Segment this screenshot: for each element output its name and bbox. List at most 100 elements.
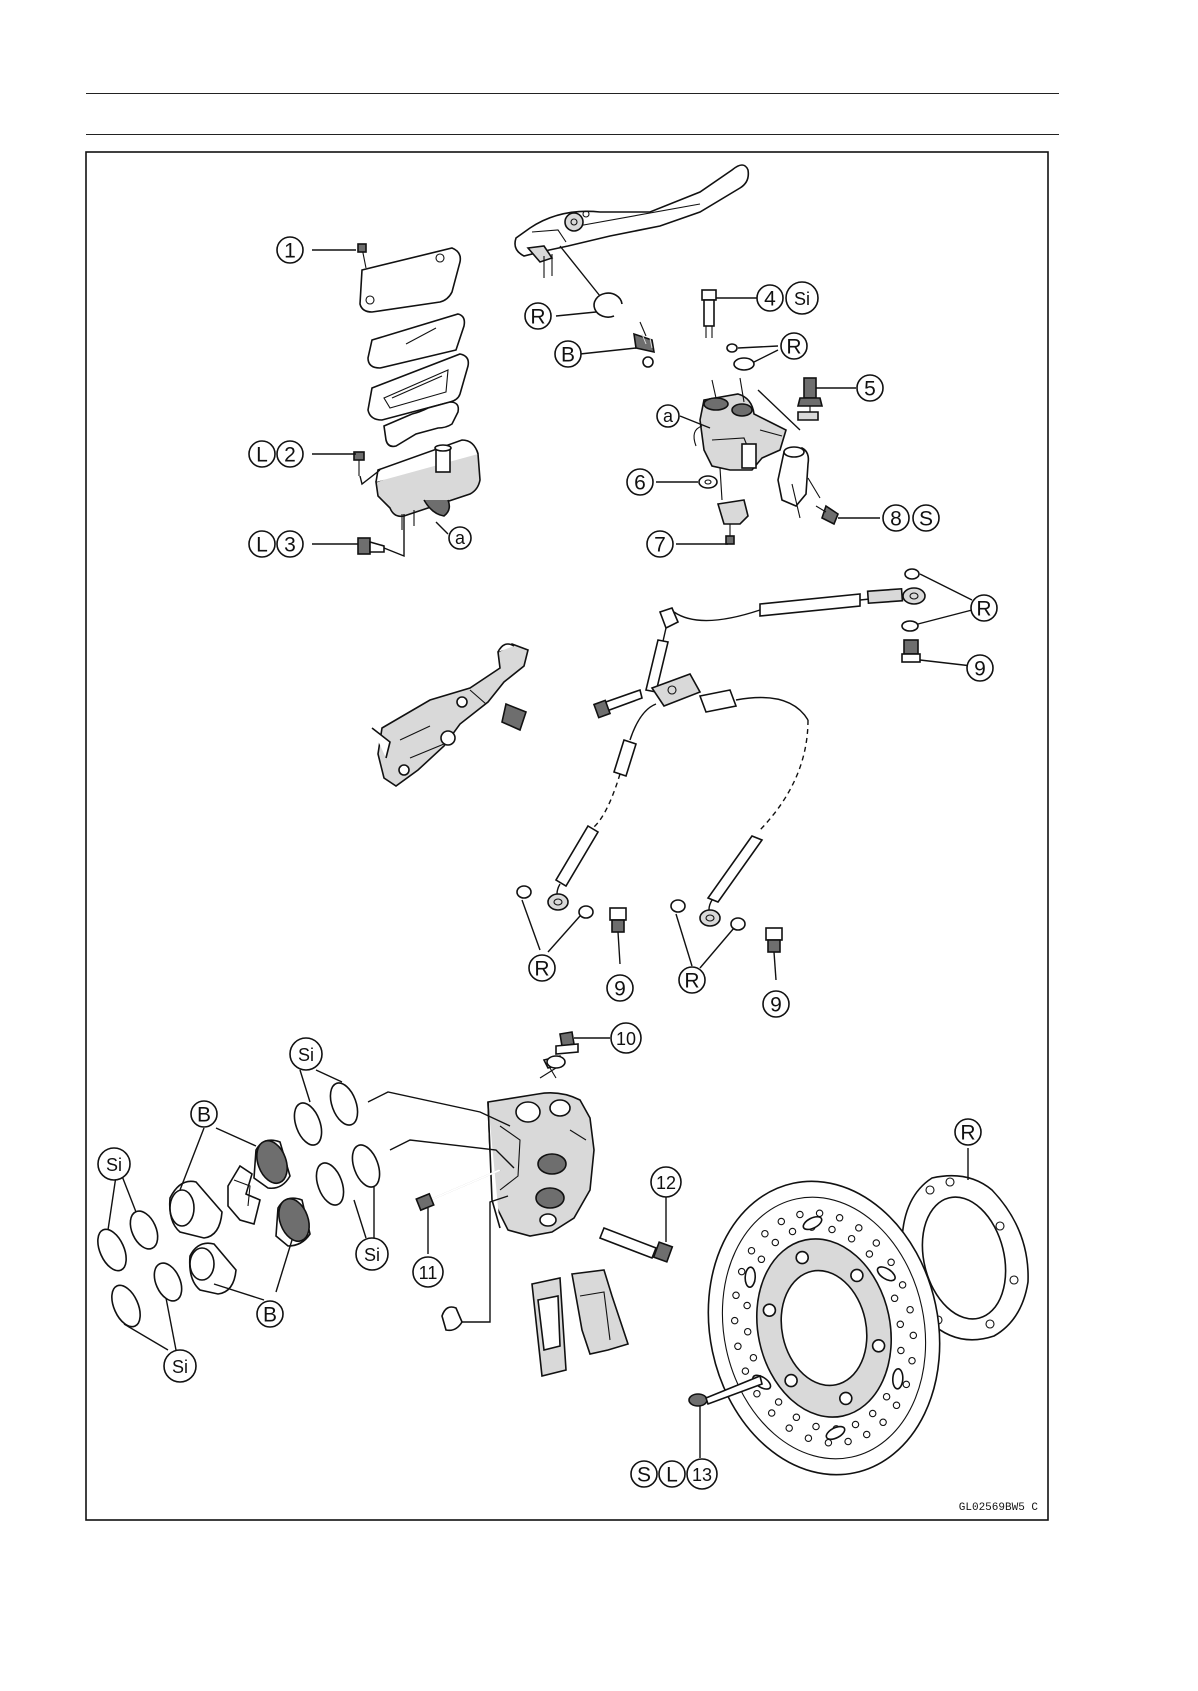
- callout-10: 10: [611, 1023, 641, 1053]
- caliper-bushing: [442, 1307, 462, 1330]
- disc-bolt-hole: [763, 1304, 775, 1316]
- banjo-washer-top: [905, 569, 919, 579]
- svg-text:1: 1: [284, 240, 296, 263]
- callout-R-1: R: [525, 303, 551, 329]
- caliper-pin-bolt: [416, 1170, 500, 1210]
- svg-text:B: B: [197, 1104, 211, 1127]
- callout-a-master-cylinder: a: [657, 405, 679, 427]
- callout-4-Si: 4 Si: [757, 282, 818, 314]
- callout-Si-3: Si: [356, 1238, 388, 1270]
- svg-text:5: 5: [864, 378, 876, 401]
- callout-5: 5: [857, 375, 883, 401]
- callout-R-5: R: [679, 967, 705, 993]
- svg-text:Si: Si: [364, 1245, 380, 1265]
- callout-R-6: R: [955, 1119, 981, 1145]
- brake-hose-assembly: [517, 569, 972, 980]
- clamp-bolt: [816, 506, 838, 524]
- caliper-piston-upper-2: [251, 1137, 292, 1189]
- callout-L-2: L 2: [249, 441, 303, 467]
- disc-bolt-hole: [873, 1340, 885, 1352]
- callout-8-S: 8 S: [883, 505, 939, 531]
- piston-seal-2: [125, 1207, 163, 1253]
- banjo-washer-bottom: [902, 621, 918, 631]
- callout-Si-2: Si: [98, 1148, 130, 1180]
- svg-text:11: 11: [419, 1263, 438, 1283]
- svg-text:a: a: [663, 406, 674, 426]
- callout-B-3: B: [257, 1301, 283, 1327]
- o-ring: [727, 344, 737, 352]
- svg-text:L: L: [256, 444, 268, 467]
- joint-bolt: [594, 690, 642, 718]
- svg-text:9: 9: [770, 994, 782, 1017]
- svg-text:R: R: [534, 958, 549, 981]
- svg-text:6: 6: [634, 472, 646, 495]
- callout-1: 1: [277, 237, 303, 263]
- svg-text:L: L: [666, 1464, 678, 1487]
- svg-text:9: 9: [614, 978, 626, 1001]
- callout-B-1: B: [555, 341, 581, 367]
- svg-text:a: a: [455, 528, 466, 548]
- reservoir-hose-fitting: [358, 538, 384, 554]
- circlip: [594, 293, 622, 317]
- piston-seal-3: [106, 1281, 146, 1331]
- svg-text:B: B: [263, 1304, 277, 1327]
- svg-text:S: S: [637, 1464, 651, 1487]
- callout-Si-4: Si: [164, 1350, 196, 1382]
- caliper-piston-lower-2: [273, 1195, 314, 1246]
- banjo-bolt-left: [610, 908, 626, 932]
- callout-12: 12: [651, 1167, 681, 1197]
- svg-text:4: 4: [764, 288, 776, 311]
- push-rod: [634, 322, 654, 367]
- svg-text:2: 2: [284, 444, 296, 467]
- caliper-assembly: [92, 1032, 672, 1376]
- reservoir-mount-screw: [354, 452, 364, 476]
- master-cylinder-assembly: [656, 290, 880, 544]
- svg-text:7: 7: [654, 534, 666, 557]
- seal-washer: [734, 358, 754, 370]
- brake-light-switch: [718, 500, 748, 544]
- svg-text:L: L: [256, 534, 268, 557]
- disc-spoke-slot: [892, 1369, 903, 1389]
- reservoir-cap: [360, 248, 460, 312]
- callout-9-right: 9: [763, 991, 789, 1017]
- banjo-bolt-right: [766, 928, 782, 952]
- svg-text:R: R: [530, 306, 545, 329]
- reservoir-cap-screw: [358, 244, 366, 268]
- svg-text:B: B: [561, 344, 575, 367]
- lever-pivot-bolt: [702, 290, 716, 338]
- callout-7: 7: [647, 531, 673, 557]
- callout-R-4: R: [529, 955, 555, 981]
- svg-text:Si: Si: [794, 289, 810, 309]
- callout-a-reservoir: a: [449, 527, 471, 549]
- callout-9-left: 9: [607, 975, 633, 1001]
- piston-seal-8: [347, 1141, 385, 1191]
- disc-bolt-hole: [785, 1375, 797, 1387]
- callout-R-3: R: [971, 595, 997, 621]
- svg-text:S: S: [919, 508, 933, 531]
- caliper-bleed-valve: [544, 1032, 578, 1078]
- svg-text:Si: Si: [298, 1045, 314, 1065]
- bleed-valve: [798, 378, 822, 420]
- brake-disc-assembly: [682, 1148, 1028, 1496]
- caliper-piston-lower: [190, 1243, 236, 1294]
- figure-code: GL02569BW5 C: [959, 1502, 1039, 1514]
- callout-6: 6: [627, 469, 653, 495]
- svg-text:Si: Si: [106, 1155, 122, 1175]
- brake-pad-outer: [572, 1270, 628, 1354]
- callout-Si-1: Si: [290, 1038, 322, 1070]
- hose-bracket: [372, 644, 528, 786]
- svg-text:R: R: [960, 1122, 975, 1145]
- piston-seal-1: [92, 1225, 132, 1275]
- piston-seal-7: [311, 1159, 349, 1209]
- svg-text:R: R: [976, 598, 991, 621]
- svg-text:Si: Si: [172, 1357, 188, 1377]
- disc-spoke-slot: [745, 1267, 756, 1287]
- piston-seal-4: [149, 1259, 187, 1305]
- svg-text:8: 8: [890, 508, 902, 531]
- disc-bolt-hole: [851, 1269, 863, 1281]
- svg-text:R: R: [786, 336, 801, 359]
- piston-seal-5: [289, 1099, 327, 1149]
- disc-bolt-hole: [796, 1252, 808, 1264]
- callout-B-2: B: [191, 1101, 217, 1127]
